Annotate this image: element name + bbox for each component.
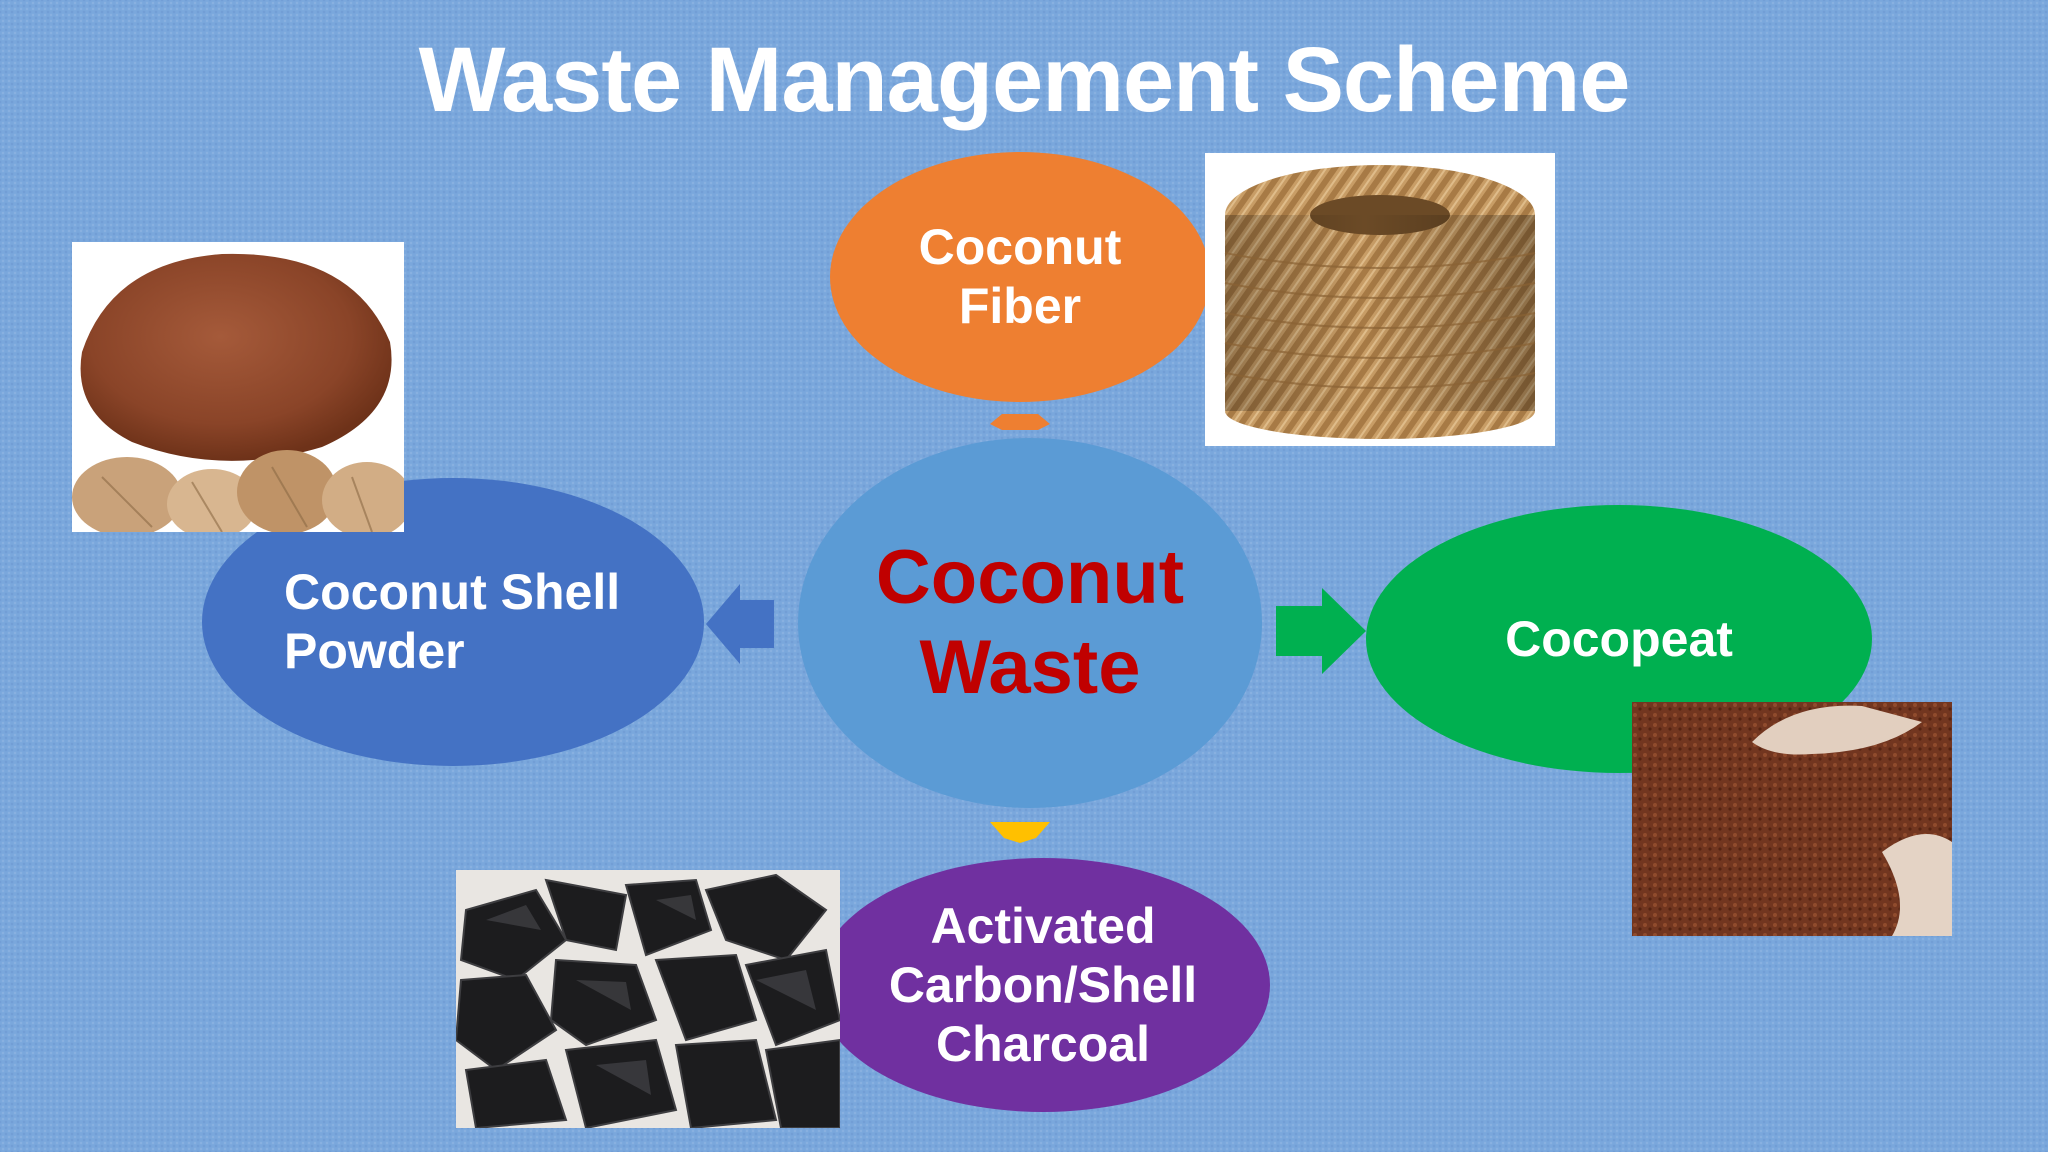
- node-label-center: Coconut Waste: [875, 535, 1185, 710]
- node-label-cocopeat: Cocopeat: [1505, 610, 1733, 667]
- charcoal-image: [456, 870, 840, 1128]
- arrow-right-to-cocopeat: [1276, 588, 1366, 674]
- node-label-shell-powder: Coconut Shell Powder: [284, 564, 621, 679]
- arrow-down-to-carbon: [990, 822, 1050, 843]
- shell-powder-image: [72, 242, 404, 532]
- node-coconut-waste: Coconut Waste: [798, 438, 1262, 808]
- arrow-up-to-fiber: [990, 414, 1050, 430]
- node-label-carbon: Activated Carbon/Shell Charcoal: [888, 897, 1198, 1072]
- slide-title: Waste Management Scheme: [418, 29, 1631, 131]
- coir-rope-image: [1205, 153, 1555, 446]
- cocopeat-image: [1632, 702, 1952, 936]
- arrow-left-to-shell-powder: [706, 584, 774, 664]
- node-activated-carbon: Activated Carbon/Shell Charcoal: [816, 858, 1270, 1112]
- node-coconut-shell-powder: Coconut Shell Powder: [202, 478, 704, 766]
- node-coconut-fiber: Coconut Fiber: [830, 152, 1210, 402]
- node-label-fiber: Coconut Fiber: [918, 219, 1122, 334]
